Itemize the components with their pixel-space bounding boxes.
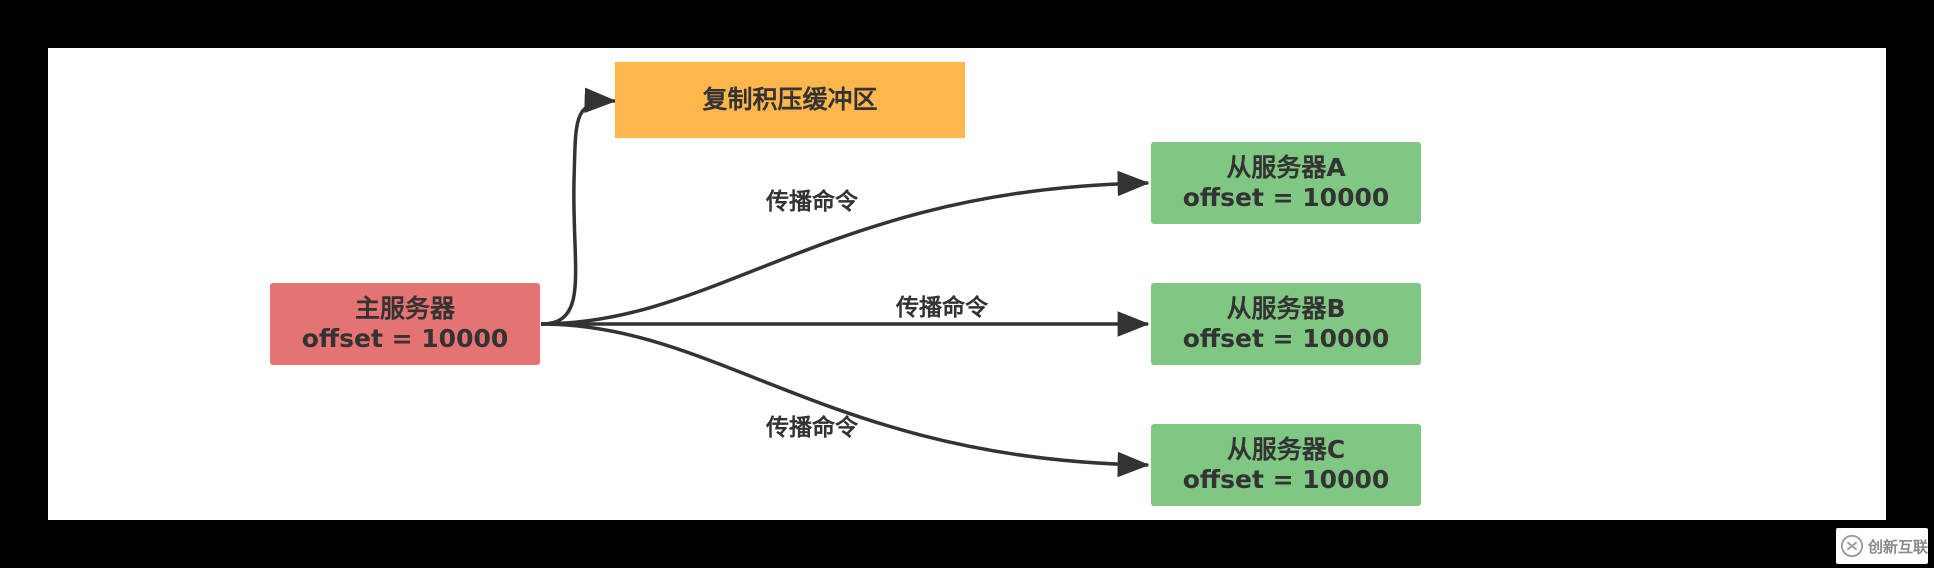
edge-label-slave-b: 传播命令 (896, 295, 988, 321)
edge-label-slave-c: 传播命令 (766, 415, 858, 441)
slave-a-offset: offset = 10000 (1182, 183, 1390, 212)
master-server-node: 主服务器 offset = 10000 (270, 283, 540, 365)
master-name: 主服务器 (354, 294, 455, 323)
master-offset: offset = 10000 (301, 324, 509, 353)
logo-icon (1840, 534, 1864, 558)
slave-b-offset: offset = 10000 (1182, 324, 1390, 353)
buffer-label: 复制积压缓冲区 (702, 85, 878, 114)
slave-server-c-node: 从服务器C offset = 10000 (1151, 424, 1421, 506)
edge-master-to-slave-a (540, 170, 1150, 326)
slave-c-name: 从服务器C (1226, 435, 1346, 464)
watermark-text: 创新互联 (1867, 537, 1928, 556)
slave-server-a-node: 从服务器A offset = 10000 (1151, 142, 1421, 224)
watermark: 创新互联 (1836, 528, 1928, 564)
replication-backlog-buffer: 复制积压缓冲区 (615, 62, 965, 138)
edge-label-slave-a: 传播命令 (766, 189, 858, 215)
slave-c-offset: offset = 10000 (1182, 465, 1390, 494)
slave-b-name: 从服务器B (1226, 294, 1346, 323)
edge-master-to-slave-c (540, 322, 1150, 478)
slave-a-name: 从服务器A (1226, 153, 1346, 182)
edge-master-to-buffer (540, 87, 617, 326)
slave-server-b-node: 从服务器B offset = 10000 (1151, 283, 1421, 365)
